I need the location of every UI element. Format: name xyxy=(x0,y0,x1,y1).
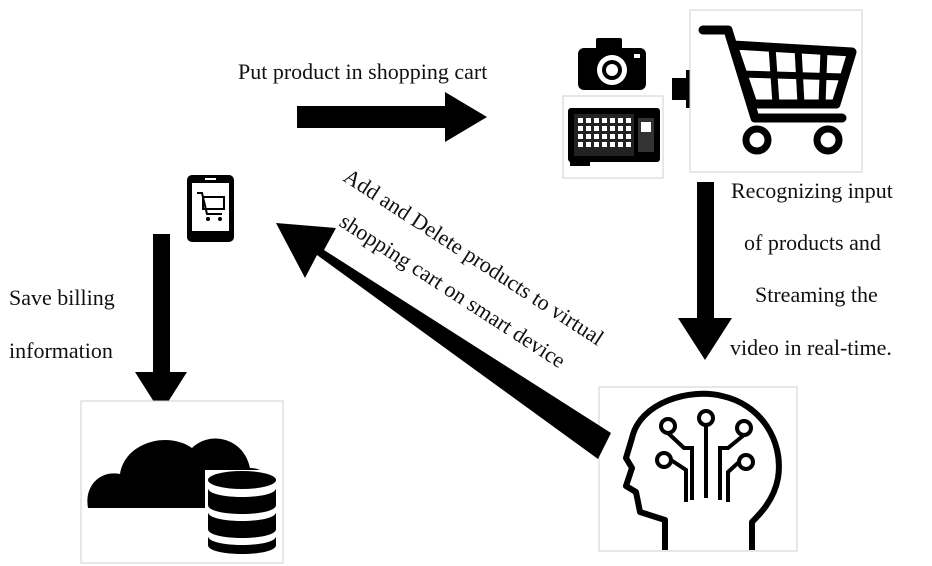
label-save-billing-1: Save billing xyxy=(9,285,115,310)
arrow-to-cloud xyxy=(135,234,187,413)
microcontroller-board-icon xyxy=(562,95,664,179)
shopping-cart-icon xyxy=(689,9,863,173)
label-put-product: Put product in shopping cart xyxy=(238,59,487,84)
smartphone-cart-icon xyxy=(187,175,234,242)
camera-icon xyxy=(578,38,646,90)
label-save-billing-2: information xyxy=(9,338,113,363)
arrow-to-phone xyxy=(276,223,611,459)
arrow-to-cart xyxy=(297,92,487,142)
ai-head-icon xyxy=(598,386,798,552)
label-recognizing-1: Recognizing input xyxy=(731,178,893,203)
arrow-to-ai xyxy=(678,182,732,360)
label-recognizing-4: video in real-time. xyxy=(730,335,892,360)
plus-connector xyxy=(672,70,692,108)
cloud-database-icon xyxy=(80,400,284,564)
label-recognizing-2: of products and xyxy=(744,230,881,255)
label-recognizing-3: Streaming the xyxy=(755,282,878,307)
